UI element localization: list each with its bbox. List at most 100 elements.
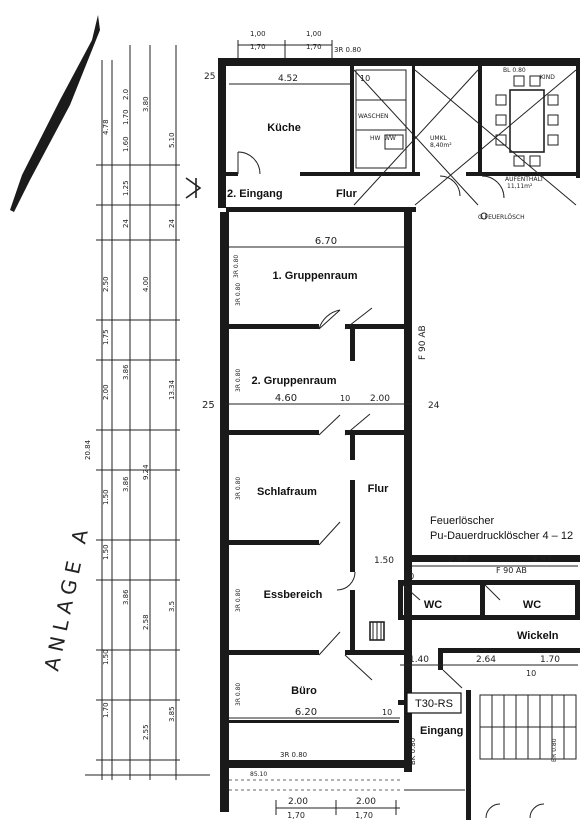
dim-c2: 3.80 bbox=[142, 96, 150, 112]
dim-c17: 1.50 bbox=[102, 649, 110, 665]
dim-c6: 1.70 bbox=[122, 109, 130, 125]
dim-w460: 4.60 bbox=[275, 393, 297, 404]
scan-mark bbox=[10, 15, 100, 212]
dim-top1b: 1,70 bbox=[250, 43, 266, 51]
sr-top-label: 3R 0.80 bbox=[334, 46, 361, 54]
dim-w140: 1.40 bbox=[409, 655, 429, 665]
dim-c18: 3.5 bbox=[168, 601, 176, 612]
room-label-essbereich: Essbereich bbox=[264, 589, 323, 601]
dim-top1a: 1,00 bbox=[250, 30, 266, 38]
dim-w620: 6.20 bbox=[295, 707, 317, 718]
room-label-schlafraum: Schlafraum bbox=[257, 486, 317, 498]
outer-walls bbox=[218, 58, 580, 812]
dim-c7: 2.50 bbox=[102, 276, 110, 292]
fire-wall-label-horizontal: F 90 AB bbox=[496, 566, 527, 575]
dim-w10r: 10 bbox=[526, 669, 536, 678]
door-rating-label: T30-RS bbox=[415, 698, 453, 710]
room-label-eingang2: 2. Eingang bbox=[227, 188, 283, 200]
left-dimension-chains bbox=[85, 45, 210, 780]
fire-extinguisher-note-line2: Pu-Dauerdrucklöscher 4 – 12 bbox=[430, 530, 573, 542]
dim-c16: 3.86 bbox=[122, 589, 130, 605]
dim-bot1a: 2.00 bbox=[288, 797, 308, 807]
room-label-wc-2: WC bbox=[523, 599, 541, 611]
dim-c15: 2.58 bbox=[142, 614, 150, 630]
dim-w10m: 10 bbox=[340, 394, 350, 403]
dim-c20: 2.55 bbox=[142, 724, 150, 740]
dim-c3: 5.10 bbox=[168, 132, 176, 148]
dim-bot2a: 2.00 bbox=[356, 797, 376, 807]
room-label-flur-mid: Flur bbox=[368, 483, 389, 495]
umkl-label: UMKL bbox=[430, 135, 448, 142]
room-label-eingang: Eingang bbox=[420, 725, 463, 737]
dim-w287a: 2.87 bbox=[448, 555, 468, 565]
sr-bottom-label: 3R 0.80 bbox=[280, 751, 307, 759]
dim-c22: 24 bbox=[122, 219, 130, 228]
room-label-buero: Büro bbox=[291, 685, 317, 697]
dim-w25l: 25 bbox=[202, 400, 215, 411]
dim-w10b: 10 bbox=[382, 708, 392, 717]
dim-w264: 2.64 bbox=[476, 655, 496, 665]
dim-w24: 24 bbox=[428, 401, 440, 411]
dim-w10k: 10 bbox=[360, 74, 370, 83]
dim-c4: 1.60 bbox=[122, 136, 130, 152]
dim-left-total2: 13.34 bbox=[168, 379, 176, 400]
dimension-text: 1,00 1,70 1,00 1,70 4.52 10 25 6.70 25 4… bbox=[84, 30, 560, 820]
dim-w10wc: 10 bbox=[404, 572, 414, 581]
room-label-wc-1: WC bbox=[424, 599, 442, 611]
sr-v5-label: 3R 0.80 bbox=[235, 683, 242, 706]
hw-label: HW bbox=[370, 135, 381, 142]
dim-top2b: 1,70 bbox=[306, 43, 322, 51]
dim-w200m: 2.00 bbox=[370, 394, 390, 404]
dim-w25tl: 25 bbox=[204, 72, 215, 82]
anlage-label: ANLAGE A bbox=[39, 522, 94, 673]
dim-c8: 4.00 bbox=[142, 276, 150, 292]
dim-w452: 4.52 bbox=[278, 74, 298, 84]
dim-bot2b: 1,70 bbox=[355, 811, 373, 820]
inner-walls bbox=[226, 58, 580, 820]
dim-c14: 1.50 bbox=[102, 544, 110, 560]
waschen-label: WASCHEN bbox=[358, 113, 389, 120]
sr-v3-label: 3R 0.80 bbox=[235, 477, 242, 500]
room-label-wickeln: Wickeln bbox=[517, 630, 559, 642]
sr-v1-label: 3R 0.80 bbox=[235, 283, 242, 306]
dim-w287b: 2.87 bbox=[532, 555, 552, 565]
t30-box bbox=[406, 692, 462, 714]
dimension-lines bbox=[226, 40, 578, 815]
sr-v6-label: 3R 0.80 bbox=[233, 255, 240, 278]
dim-left-b: 9.24 bbox=[142, 464, 150, 480]
dim-c19: 1.70 bbox=[102, 702, 110, 718]
dim-w170r: 1.70 bbox=[540, 655, 560, 665]
bk-label: BK 0.80 bbox=[409, 738, 417, 765]
fire-wall-label-vertical: F 90 AB bbox=[418, 325, 428, 360]
dim-c12: 1.50 bbox=[102, 489, 110, 505]
upper-details bbox=[185, 69, 577, 220]
ww-label: WW bbox=[384, 135, 396, 142]
dim-bot1b: 1,70 bbox=[287, 811, 305, 820]
dim-c1: 4.78 bbox=[102, 119, 110, 135]
sr-v2-label: 3R 0.80 bbox=[235, 369, 242, 392]
dim-w150: 1.50 bbox=[374, 556, 394, 566]
dim-c11: 2.00 bbox=[102, 384, 110, 400]
fire-extinguisher-small-label: O FEUERLÖSCH bbox=[478, 214, 525, 221]
dim-w670: 6.70 bbox=[315, 236, 337, 247]
umkl-area: 8,40m² bbox=[430, 142, 452, 149]
dim-left-total: 20.84 bbox=[84, 439, 92, 460]
br-label: BR 0.80 bbox=[551, 738, 558, 762]
doors bbox=[229, 307, 577, 819]
dim-top2a: 1,00 bbox=[306, 30, 322, 38]
dim-c23: 24 bbox=[168, 219, 176, 228]
sr-v4-label: 3R 0.80 bbox=[235, 589, 242, 612]
aufenthalt-label: AUFENTHALT bbox=[505, 176, 544, 183]
aufenthalt-area: 11,11m² bbox=[507, 183, 533, 190]
dim-bot-s: 85.10 bbox=[250, 771, 267, 778]
fire-extinguisher-note-line1: Feuerlöscher bbox=[430, 515, 495, 527]
dim-c5: 2.0 bbox=[122, 89, 130, 100]
room-label-gruppenraum-1: 1. Gruppenraum bbox=[273, 270, 358, 282]
dim-c13: 3.86 bbox=[122, 476, 130, 492]
room-label-gruppenraum-2: 2. Gruppenraum bbox=[252, 375, 337, 387]
dim-c9: 1.75 bbox=[102, 329, 110, 345]
bl-label: BL 0.80 bbox=[503, 67, 526, 74]
room-label-flur-top: Flur bbox=[336, 188, 357, 200]
dim-c21: 3.85 bbox=[168, 706, 176, 722]
